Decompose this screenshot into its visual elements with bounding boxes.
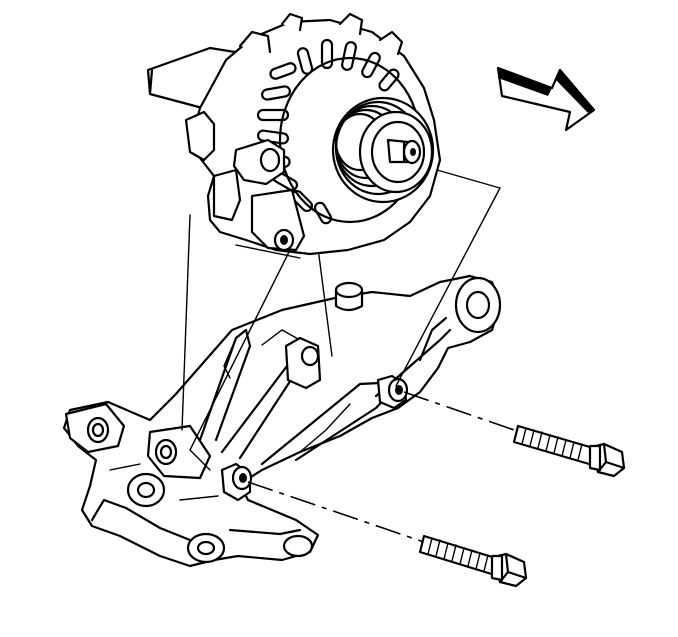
upper-bolt-centerline xyxy=(403,391,521,433)
alignment-lines xyxy=(181,167,502,471)
direction-arrow-icon xyxy=(496,66,596,132)
pulley-icon xyxy=(331,96,435,204)
upper-bolt-icon xyxy=(512,424,626,478)
lower-bolt-icon xyxy=(418,534,528,588)
lower-bolt-centerline xyxy=(247,481,425,543)
mounting-bracket xyxy=(62,274,502,568)
